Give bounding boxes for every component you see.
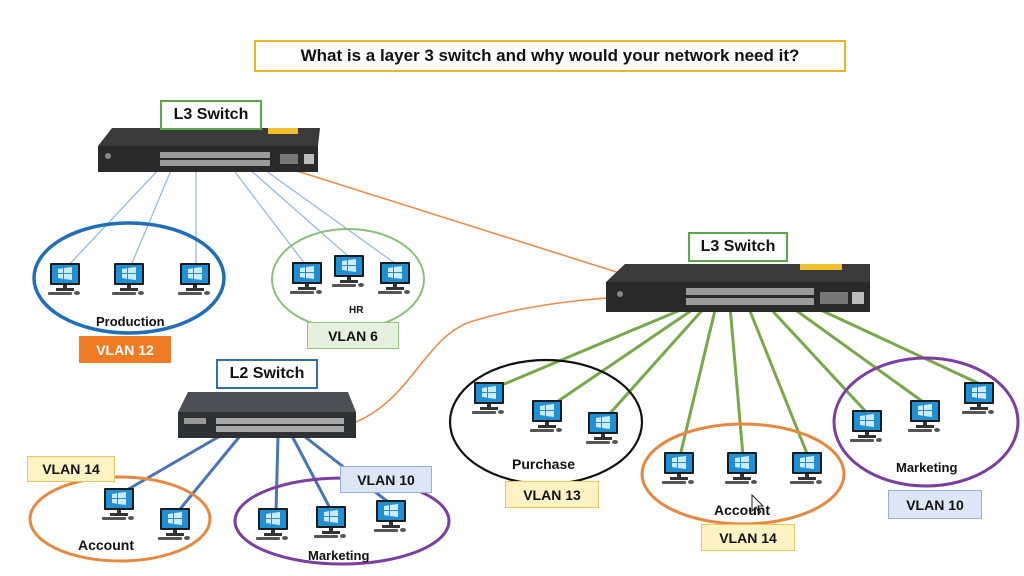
vlan-tag-account-left: VLAN 14 [27,456,115,482]
l3-switch-right-device [606,264,870,312]
l3-switch-left-label: L3 Switch [160,100,262,130]
purchase-group-name: Purchase [512,456,576,472]
production-computers [48,263,210,295]
account-right-group-name: Account [714,502,770,518]
vlan-tag-account-right: VLAN 14 [701,524,795,551]
right-l3-links [489,304,981,457]
l2-switch-device [178,392,356,438]
vlan-tag-marketing-right: VLAN 10 [888,490,982,519]
marketing-right-computers [850,382,994,442]
l3-switch-left-device [98,128,320,172]
production-group-ring [32,221,226,335]
production-group-name: Production [96,314,165,329]
marketing-left-computers [256,500,406,540]
production-links [65,167,197,269]
purchase-computers [472,382,618,444]
vlan-tag-production: VLAN 12 [79,336,171,363]
account-left-group-ring [28,475,212,563]
vlan-tag-hr: VLAN 6 [307,322,399,349]
vlan-tag-marketing-left: VLAN 10 [340,466,432,493]
l2-switch-label: L2 Switch [216,359,318,389]
l3-switch-right-label: L3 Switch [688,232,788,262]
hr-group-name: HR [349,305,364,316]
marketing-right-group-name: Marketing [896,460,958,475]
l2-to-l3-trunk-link [337,293,684,429]
account-left-group-name: Account [78,537,134,553]
l3-to-l3-trunk-link [261,159,684,294]
account-right-computers [662,452,822,484]
hr-links [231,167,397,265]
vlan-tag-purchase: VLAN 13 [505,481,599,508]
marketing-left-group-name: Marketing [308,548,370,563]
diagram-title: What is a layer 3 switch and why would y… [254,40,846,72]
account-left-computers [102,488,190,540]
mouse-cursor-icon [751,493,765,514]
marketing-right-group-ring [832,356,1020,488]
